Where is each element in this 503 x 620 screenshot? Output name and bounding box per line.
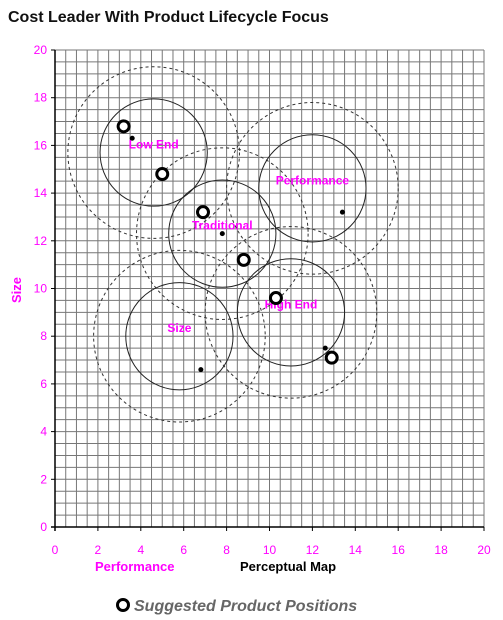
suggested-position-marker [268, 291, 283, 306]
legend-label: Suggested Product Positions [134, 598, 357, 615]
segment-inner-circle [236, 258, 346, 367]
data-points [116, 119, 345, 373]
suggested-position-marker [324, 350, 339, 365]
product-point [322, 345, 328, 351]
y-tick-label: 6 [40, 377, 47, 391]
x-tick-label: 20 [477, 543, 491, 557]
x-tick-label: 12 [306, 543, 320, 557]
segment-label: Size [167, 321, 191, 335]
segment-label: Low End [129, 138, 179, 152]
segment-outer-circle [67, 66, 240, 239]
legend: Suggested Product Positions [116, 598, 357, 615]
product-point [198, 367, 204, 373]
x-tick-label: 2 [95, 543, 102, 557]
y-tick-label: 12 [34, 234, 48, 248]
y-tick-label: 14 [34, 186, 48, 200]
y-tick-label: 2 [40, 472, 47, 486]
chart-title: Cost Leader With Product Lifecycle Focus [8, 9, 329, 26]
y-tick-label: 4 [40, 425, 47, 439]
product-point [129, 135, 135, 141]
y-tick-label: 18 [34, 91, 48, 105]
suggested-position-marker [236, 252, 251, 267]
y-axis-label: Size [9, 277, 24, 303]
suggested-position-marker [196, 205, 211, 220]
x-tick-label: 10 [263, 543, 277, 557]
segment-outer-circle [93, 249, 266, 423]
x-axis-subtitle: Perceptual Map [240, 559, 336, 574]
segment-inner-circle [258, 134, 367, 243]
product-point [219, 231, 225, 237]
x-tick-label: 18 [434, 543, 448, 557]
y-tick-label: 0 [40, 520, 47, 534]
segment-label: Traditional [192, 219, 253, 233]
product-point [339, 209, 345, 215]
segment-outer-circle [204, 226, 378, 399]
x-tick-label: 6 [180, 543, 187, 557]
segment-inner-circle [99, 98, 208, 207]
x-tick-label: 14 [349, 543, 363, 557]
segment-outer-circle [226, 102, 399, 275]
segment-label: Performance [276, 173, 350, 187]
segment-inner-circle [125, 282, 234, 391]
legend-marker-icon [116, 598, 130, 612]
grid [54, 49, 485, 528]
suggested-position-marker [116, 119, 131, 134]
x-tick-label: 8 [223, 543, 230, 557]
y-tick-label: 16 [34, 138, 48, 152]
x-tick-label: 16 [392, 543, 406, 557]
y-tick-label: 8 [40, 329, 47, 343]
y-tick-label: 10 [34, 282, 48, 296]
x-tick-label: 4 [137, 543, 144, 557]
x-tick-label: 0 [52, 543, 59, 557]
y-tick-label: 20 [34, 43, 48, 57]
suggested-position-marker [155, 167, 170, 182]
segment-inner-circle [168, 179, 277, 288]
segment-outer-circle [136, 147, 309, 320]
axes: 0 2 4 6 8 10 12 14 16 18 20 0 2 4 6 8 10 12 14 16 18 20 [34, 43, 491, 557]
x-axis-label: Performance [95, 559, 174, 574]
